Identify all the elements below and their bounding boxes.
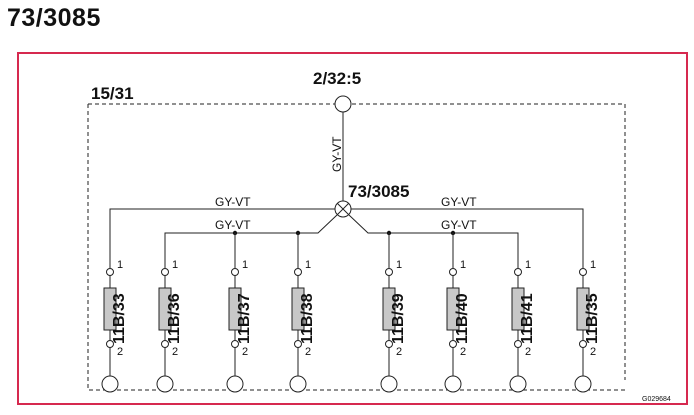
ground-terminal xyxy=(380,375,398,393)
page-title: 73/3085 xyxy=(7,4,101,32)
ground-terminal xyxy=(509,375,527,393)
fuse-pin-top-label: 1 xyxy=(396,259,402,271)
fuse-label: 11B/38 xyxy=(299,293,316,344)
lower-bus-left xyxy=(164,214,338,268)
ground-terminal xyxy=(444,375,462,393)
fuse-pin-top xyxy=(579,268,587,276)
fuse-label: 11B/41 xyxy=(519,293,536,344)
ground-label: 15/31 xyxy=(91,84,134,103)
fuse-label: 11B/36 xyxy=(166,293,183,344)
wire-upper-right-label: GY-VT xyxy=(441,195,477,209)
ground-boundary xyxy=(87,103,626,391)
top-connector-terminal xyxy=(334,95,352,113)
fuse-pin-top xyxy=(514,268,522,276)
wire-lower-left-label: GY-VT xyxy=(215,218,251,232)
fuse-label: 11B/39 xyxy=(390,293,407,344)
splice-symbol xyxy=(334,200,352,218)
ground-terminal xyxy=(574,375,592,393)
connector-label: 2/32:5 xyxy=(313,69,361,88)
fuse-pin-top-label: 1 xyxy=(460,259,466,271)
ground-terminal xyxy=(226,375,244,393)
ground-terminal xyxy=(156,375,174,393)
ground-terminal xyxy=(101,375,119,393)
lower-bus-right xyxy=(348,214,519,268)
fuse-label: 11B/40 xyxy=(454,293,471,344)
fuse-pin-bottom-label: 2 xyxy=(242,346,248,358)
fuse-pin-top-label: 1 xyxy=(590,259,596,271)
fuse-label: 11B/37 xyxy=(236,293,253,344)
fuse-pin-bottom-label: 2 xyxy=(396,346,402,358)
fuse-pin-top xyxy=(385,268,393,276)
fuse-pin-bottom-label: 2 xyxy=(172,346,178,358)
fuse-pin-bottom-label: 2 xyxy=(117,346,123,358)
fuse-pin-top xyxy=(449,268,457,276)
diagram-frame xyxy=(17,52,688,405)
drawing-number: G029684 xyxy=(642,396,671,403)
fuse-pin-bottom-label: 2 xyxy=(460,346,466,358)
fuse-label: 11B/33 xyxy=(111,293,128,344)
fuse-pin-top-label: 1 xyxy=(525,259,531,271)
fuse-pin-top xyxy=(106,268,114,276)
wire-lower-right-label: GY-VT xyxy=(441,218,477,232)
fuse-pin-bottom-label: 2 xyxy=(305,346,311,358)
fuse-label: 11B/35 xyxy=(584,293,601,344)
fuse-pin-top-label: 1 xyxy=(117,259,123,271)
wire-vertical-label: GY-VT xyxy=(330,136,344,172)
fuse-pin-top xyxy=(294,268,302,276)
splice-label: 73/3085 xyxy=(348,182,409,201)
fuse-pin-bottom-label: 2 xyxy=(525,346,531,358)
fuse-pin-top xyxy=(231,268,239,276)
fuse-pin-bottom-label: 2 xyxy=(590,346,596,358)
fuse-pin-top-label: 1 xyxy=(305,259,311,271)
fuse-pin-top xyxy=(161,268,169,276)
ground-terminal xyxy=(289,375,307,393)
fuse-pin-top-label: 1 xyxy=(172,259,178,271)
wire-upper-left-label: GY-VT xyxy=(215,195,251,209)
fuse-pin-top-label: 1 xyxy=(242,259,248,271)
